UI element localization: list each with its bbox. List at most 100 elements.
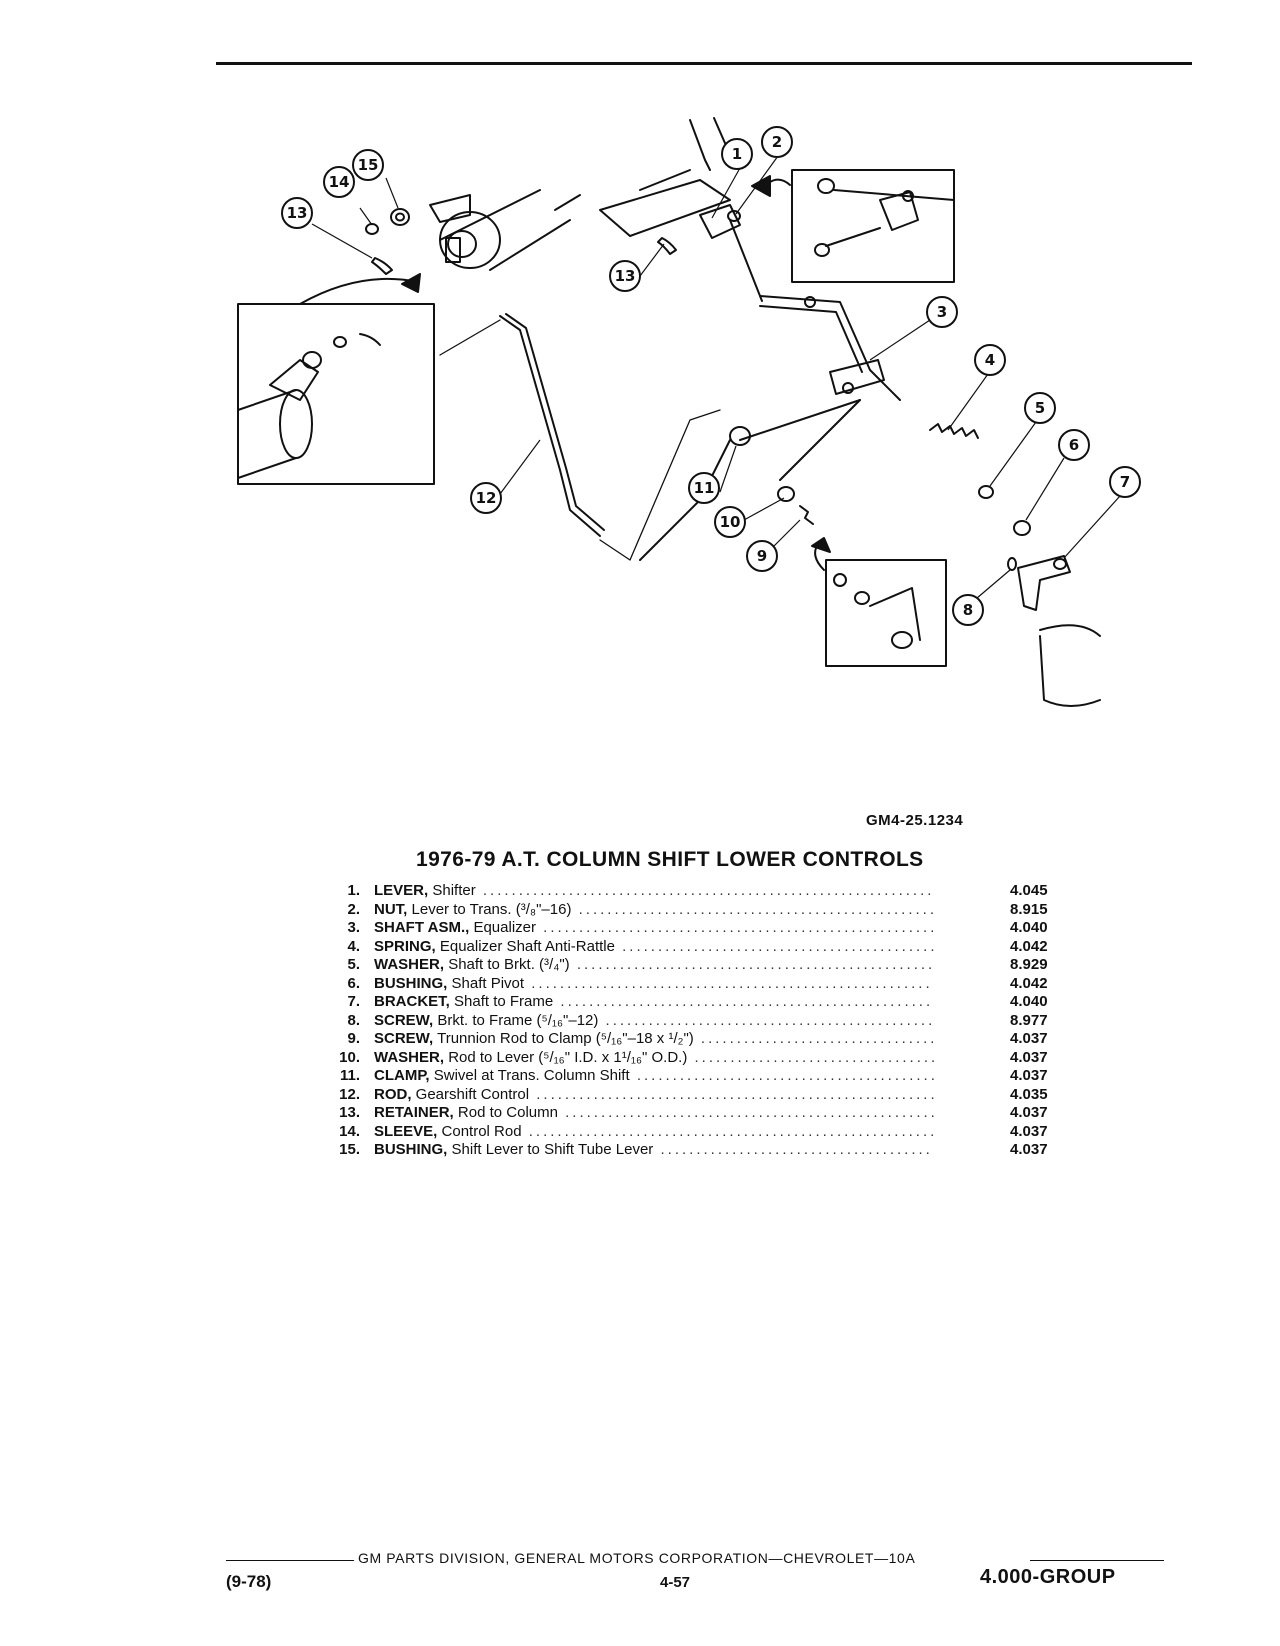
list-item: 8.SCREW, Brkt. to Frame (⁵/₁₆"–12) .....… <box>326 1012 1066 1031</box>
leader-dots: ........................................… <box>531 974 934 992</box>
figure-code: GM4-25.1234 <box>866 812 964 829</box>
part-name: BUSHING, <box>374 974 448 992</box>
part-group-code: 4.035 <box>1010 1085 1048 1103</box>
part-number: 8. <box>347 1011 360 1029</box>
part-number: 9. <box>347 1030 360 1047</box>
part-name: SPRING, <box>374 937 436 955</box>
list-item: 6.BUSHING, Shaft Pivot .................… <box>326 975 1066 994</box>
callout-11-label: 11 <box>694 479 715 497</box>
part-number: 3. <box>347 919 360 936</box>
washer-5 <box>978 485 994 499</box>
part-detail: Lever to Trans. (³/₈"–16) <box>411 900 572 918</box>
part-name: SCREW, <box>374 1030 434 1047</box>
part-group-code: 4.037 <box>1010 1067 1048 1084</box>
list-item: 15. BUSHING, Shift Lever to Shift Tube Le… <box>326 1141 1066 1160</box>
part-detail: Shaft Pivot <box>451 974 525 992</box>
parts-diagram: 15 14 13 1 2 13 3 4 5 6 7 8 9 10 11 12 <box>237 117 1141 707</box>
leader-dots: ........................................… <box>622 937 934 955</box>
list-item: 2.NUT, Lever to Trans. (³/₈"–16) .......… <box>326 901 1066 920</box>
callout-9 <box>746 540 778 572</box>
part-group-code: 4.042 <box>1010 937 1048 955</box>
part-name: NUT, <box>374 900 408 918</box>
part-number: 11. <box>339 1067 360 1084</box>
part-group-code: 4.042 <box>1010 974 1048 992</box>
part-description: SHAFT ASM., Equalizer ..................… <box>374 919 934 938</box>
list-item: 3. SHAFT ASM., Equalizer ................… <box>326 919 1066 938</box>
leader-dots: ........................................… <box>528 1122 934 1140</box>
part-name: LEVER, <box>374 882 429 899</box>
callout-13-middle <box>609 260 641 292</box>
part-group-code: 4.037 <box>1010 1048 1048 1066</box>
part-detail: Trunnion Rod to Clamp (⁵/₁₆"–18 x ¹/₂") <box>437 1030 694 1047</box>
callout-13-left <box>281 197 313 229</box>
part-group-code: 8.977 <box>1010 1011 1048 1029</box>
part-detail: Equalizer Shaft Anti-Rattle <box>439 937 615 955</box>
callout-14 <box>323 166 355 198</box>
callout-1 <box>721 138 753 170</box>
part-group-code: 4.037 <box>1010 1141 1048 1158</box>
callout-7-label: 7 <box>1120 473 1130 491</box>
callout-12-label: 12 <box>476 489 497 507</box>
callout-7 <box>1109 466 1141 498</box>
callout-6 <box>1058 429 1090 461</box>
callout-13-middle-label: 13 <box>615 267 636 285</box>
part-detail: Shaft to Frame <box>454 993 554 1010</box>
list-item: 7.BRACKET, Shaft to Frame ..............… <box>326 993 1066 1012</box>
part-detail: Equalizer <box>473 919 536 936</box>
leader-dots: ........................................… <box>694 1048 935 1066</box>
part-description: SCREW, Trunnion Rod to Clamp (⁵/₁₆"–18 x… <box>374 1030 934 1049</box>
part-description: BUSHING, Shaft Pivot ...................… <box>374 975 934 994</box>
callout-9-label: 9 <box>757 547 767 565</box>
part-name: ROD, <box>374 1085 412 1103</box>
bushing-6 <box>1013 520 1031 536</box>
callout-6-label: 6 <box>1069 436 1079 454</box>
list-item: 13.RETAINER, Rod to Column .............… <box>326 1104 1066 1123</box>
list-item: 14.SLEEVE, Control Rod .................… <box>326 1123 1066 1142</box>
part-group-code: 4.037 <box>1010 1122 1048 1140</box>
frame-bracket <box>1007 555 1101 707</box>
callout-2 <box>761 126 793 158</box>
leader-dots: ........................................… <box>578 900 934 918</box>
part-group-code: 8.915 <box>1010 900 1048 918</box>
part-number: 5. <box>347 956 360 973</box>
part-group-code: 4.040 <box>1010 919 1048 936</box>
list-item: 11.CLAMP, Swivel at Trans. Column Shift … <box>326 1067 1066 1086</box>
part-detail: Rod to Lever (⁵/₁₆" I.D. x 1¹/₁₆" O.D.) <box>448 1048 688 1066</box>
part-name: BRACKET, <box>374 993 450 1010</box>
part-name: SCREW, <box>374 1011 434 1029</box>
part-number: 1. <box>347 882 360 899</box>
part-name: SLEEVE, <box>374 1122 438 1140</box>
leader-dots: ........................................… <box>636 1067 934 1084</box>
part-detail: Brkt. to Frame (⁵/₁₆"–12) <box>437 1011 599 1029</box>
part-name: CLAMP, <box>374 1067 430 1084</box>
part-description: SPRING, Equalizer Shaft Anti-Rattle ....… <box>374 938 934 957</box>
part-number: 7. <box>347 993 360 1010</box>
part-description: RETAINER, Rod to Column ................… <box>374 1104 934 1123</box>
revision-date: (9-78) <box>226 1572 272 1591</box>
part-description: BUSHING, Shift Lever to Shift Tube Lever… <box>374 1141 934 1160</box>
callout-2-label: 2 <box>772 133 782 151</box>
part-number: 15. <box>339 1141 360 1158</box>
inset-detail-left <box>237 273 435 485</box>
part-description: NUT, Lever to Trans. (³/₈"–16) .........… <box>374 901 934 920</box>
trans-lever <box>599 117 741 255</box>
callout-4-label: 4 <box>985 351 995 369</box>
footer-rule-left <box>226 1560 354 1561</box>
part-description: LEVER, Shifter .........................… <box>374 882 934 901</box>
callout-11 <box>688 472 720 504</box>
column-bushings <box>365 208 410 275</box>
list-item: 1. LEVER, Shifter .......................… <box>326 882 1066 901</box>
callout-15-label: 15 <box>358 156 379 174</box>
leader-dots: ........................................… <box>536 1085 934 1103</box>
part-detail: Gearshift Control <box>415 1085 530 1103</box>
callout-5 <box>1024 392 1056 424</box>
callout-1-label: 1 <box>732 145 742 163</box>
part-name: BUSHING, <box>374 1141 448 1158</box>
leader-dots: ........................................… <box>475 882 934 899</box>
callout-10 <box>714 506 746 538</box>
part-detail: Shift Lever to Shift Tube Lever <box>451 1141 654 1158</box>
part-detail: Shaft to Brkt. (³/₄") <box>448 956 570 973</box>
part-number: 4. <box>347 937 360 955</box>
page-number: 4-57 <box>660 1574 691 1591</box>
part-description: WASHER, Shaft to Brkt. (³/₄") ..........… <box>374 956 934 975</box>
